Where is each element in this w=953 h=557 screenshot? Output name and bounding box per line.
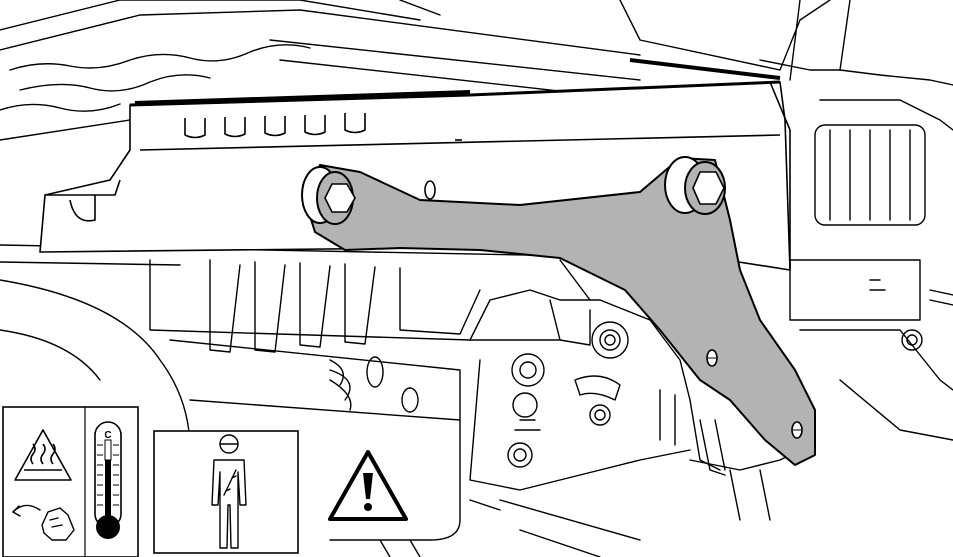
caution-warning-panel (328, 450, 408, 521)
weld-seam (134, 58, 781, 105)
engine-mount-bracket (301, 156, 816, 466)
thermometer-icon: C (94, 421, 122, 539)
technician-with-tool-icon (211, 434, 247, 549)
hand-touch-icon (12, 504, 75, 541)
hot-surface-warning-icon (14, 429, 72, 481)
hot-surface-panel: C (2, 406, 139, 557)
exclamation-warning-icon (363, 473, 373, 511)
thermometer-unit-label: C (104, 430, 111, 441)
bracket-body (304, 157, 816, 466)
protective-equipment-panel (153, 430, 299, 554)
